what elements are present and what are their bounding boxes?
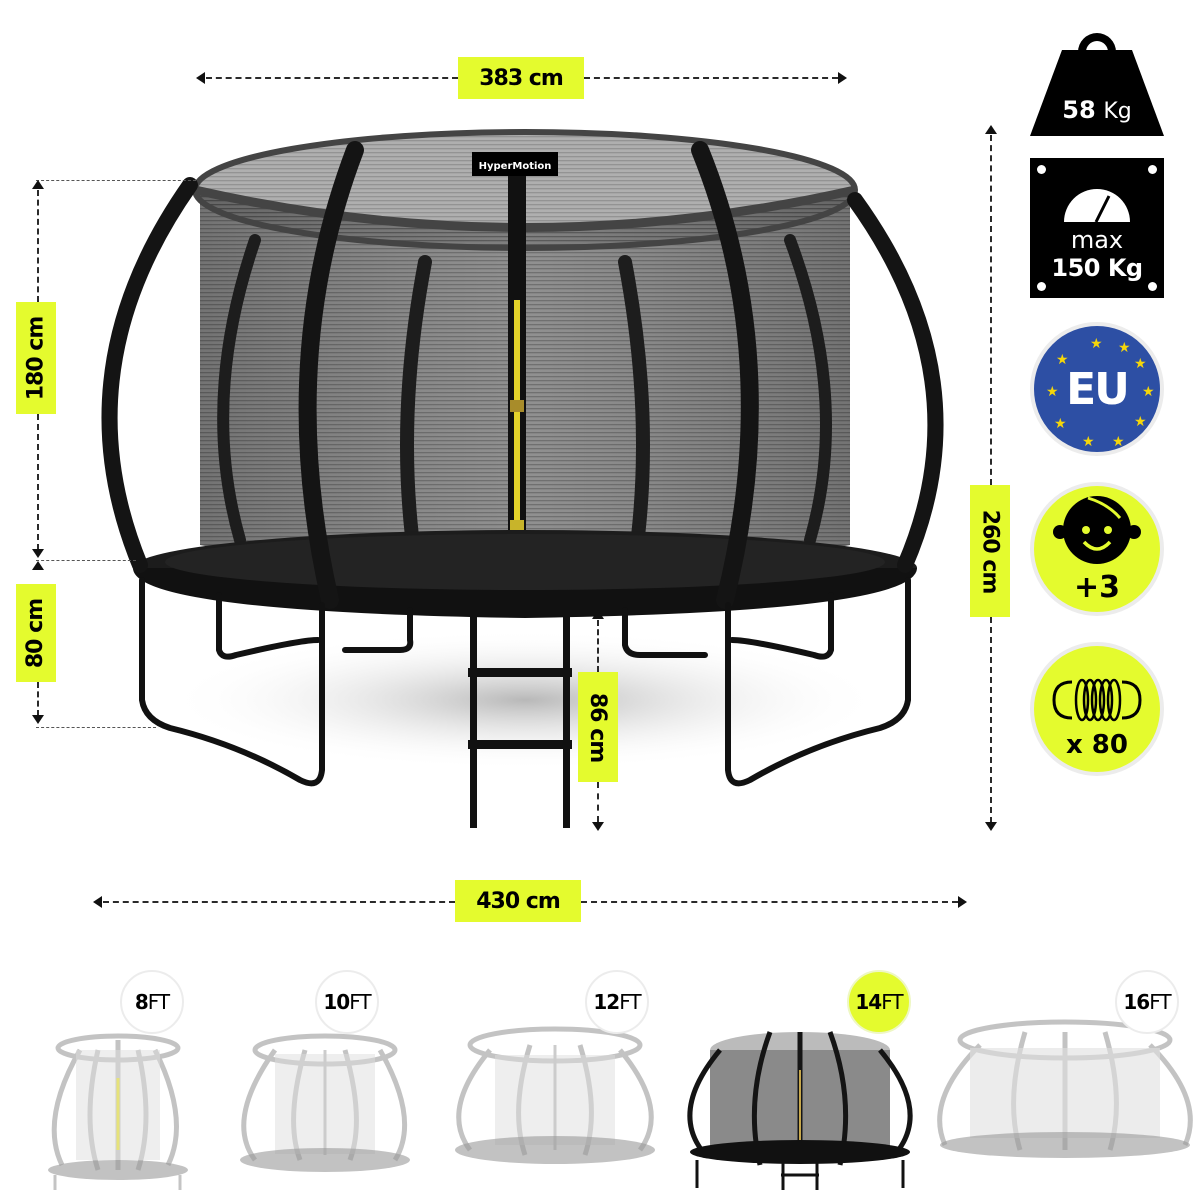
star-icon: ★ [1054,415,1067,431]
arrow-down-icon [592,822,604,831]
gauge-icon [1064,189,1130,223]
arrow-right-icon [838,72,847,84]
trampoline-thumbnail [455,1026,655,1164]
arrow-down-icon [32,549,44,558]
trampoline-thumbnail-selected [687,1031,913,1190]
guide-line-mat [36,560,136,561]
top-diameter-label: 383 cm [458,57,584,99]
spring-icon [1052,678,1142,722]
max-load-icon: max 150 Kg [1030,158,1164,298]
net-height-line-lower [37,414,39,550]
arrow-left-icon [93,896,102,908]
dimension-line-bottom-right [581,901,958,903]
total-height-line-upper [990,135,992,485]
star-icon: ★ [1046,383,1059,399]
guide-line-top [36,180,196,181]
ladder-height-line-upper [597,620,599,672]
star-icon: ★ [1112,433,1125,449]
brand-tag [472,152,558,176]
arrow-up-icon [592,610,604,619]
trampoline-illustration: HyperMotion [101,129,944,828]
dimension-line-top-right [584,77,838,79]
star-icon: ★ [1056,351,1069,367]
total-height-label: 260 cm [970,485,1010,617]
trampoline-thumbnail [48,1033,188,1190]
frame-height-line [37,682,39,716]
child-face-icon [1053,496,1141,564]
arrow-left-icon [196,72,205,84]
star-icon: ★ [1134,413,1147,429]
total-width-label: 430 cm [455,880,581,922]
arrow-right-icon [958,896,967,908]
net-height-line-upper [37,190,39,302]
guide-line-floor [36,727,156,728]
trampoline-thumbnail [937,1019,1193,1158]
dimension-line-bottom-left [103,901,455,903]
age-badge: +3 [1030,482,1164,616]
star-icon: ★ [1142,383,1155,399]
star-icon: ★ [1118,339,1131,355]
product-weight: 58 Kg [1062,96,1132,124]
star-icon: ★ [1090,335,1103,351]
trampoline-thumbnail [240,1033,410,1172]
arrow-up-icon [985,125,997,134]
springs-badge: x 80 [1030,642,1164,776]
ladder-height-label: 86 cm [578,672,618,782]
arrow-down-icon [985,822,997,831]
ladder-height-line-lower [597,782,599,822]
eu-certification-badge: ★ ★ ★ ★ ★ ★ ★ ★ ★ ★ EU [1030,322,1164,456]
arrow-up-icon [32,180,44,189]
brand-tag-text: HyperMotion [479,161,552,172]
total-height-line-lower [990,617,992,823]
weight-icon: 58 Kg [1030,18,1164,140]
star-icon: ★ [1134,355,1147,371]
star-icon: ★ [1082,433,1095,449]
frame-height-label: 80 cm [16,584,56,682]
net-height-label: 180 cm [16,302,56,414]
ladder [468,610,572,828]
arrow-down-icon [32,715,44,724]
arrow-up-icon [32,561,44,570]
dimension-line-top-left [206,77,458,79]
